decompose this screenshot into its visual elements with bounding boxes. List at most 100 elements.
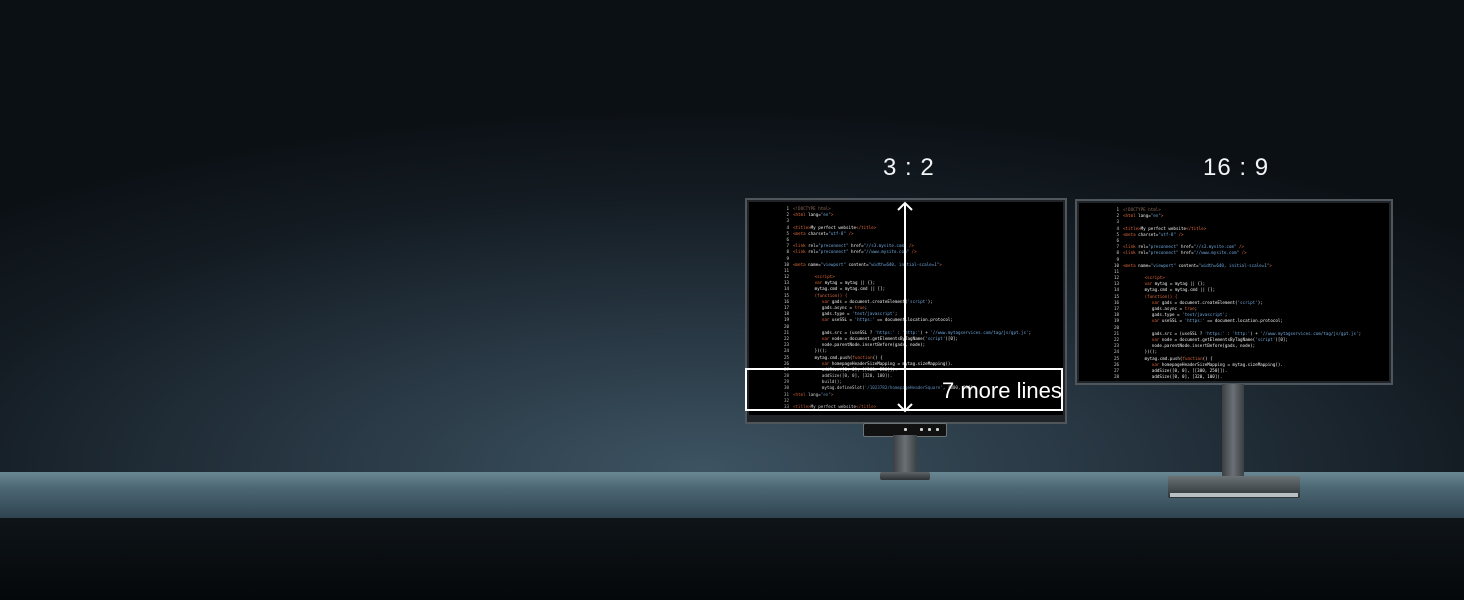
code-line: 10<meta name="viewport" content="width=6… — [749, 262, 1063, 268]
code-token: lang= — [808, 212, 821, 218]
code-token: var — [1151, 336, 1162, 342]
code-content: mytag.defineSlot('/1023782/homepageHeade… — [822, 385, 976, 391]
line-number: 2 — [786, 212, 789, 218]
line-number: 7 — [786, 243, 789, 249]
code-token: 'https:' — [854, 317, 875, 323]
code-line: 19 var useSSL = 'https:' == document.loca… — [1079, 318, 1389, 324]
code-token: 'https:' — [874, 329, 895, 335]
line-number: 1 — [1116, 207, 1119, 212]
code-line: 31<html lang="en"> — [749, 392, 1063, 398]
desk-edge — [0, 518, 1464, 600]
code-token: ); — [927, 298, 933, 304]
code-token: 'http:' — [902, 329, 921, 335]
code-line: 11 — [1079, 269, 1389, 275]
code-line: 6 — [749, 237, 1063, 243]
code-token: mytag.cmd = mytag.cmd || []; — [1144, 287, 1216, 293]
line-number: 10 — [783, 261, 789, 267]
code-token: <html — [793, 391, 809, 397]
line-number: 29 — [783, 379, 789, 385]
code-token: <script> — [814, 274, 835, 280]
code-token: "preconnect" — [1148, 244, 1179, 250]
code-token: </title> — [856, 404, 877, 409]
code-token: var — [1151, 361, 1162, 367]
code-token: </title> — [856, 224, 877, 230]
code-content: gads.async = true; — [1152, 306, 1197, 312]
code-token: var — [821, 317, 832, 323]
code-token: 'text/javascript' — [852, 311, 895, 317]
code-token: ; — [864, 305, 868, 310]
code-token: content= — [1175, 262, 1199, 268]
code-line: 15(function() { — [1079, 294, 1389, 300]
line-number: 33 — [783, 404, 789, 409]
code-content: gads.type = 'text/javascript'; — [1152, 312, 1228, 318]
code-line: 10<meta name="viewport" content="width=6… — [1079, 263, 1389, 269]
code-token: )[0]; — [1275, 336, 1288, 342]
code-token: <meta — [793, 261, 809, 267]
code-token: '//www.mytagservices.com/tag/js/gpt.js' — [930, 329, 1029, 335]
code-token: <title> — [793, 404, 811, 409]
line-number: 8 — [786, 249, 789, 255]
code-token: useSSL = — [1161, 318, 1185, 324]
code-line: 3 — [749, 218, 1063, 224]
code-token: "//www.mysite.com" — [1193, 250, 1240, 256]
code-line: 5<meta charset="utf-8" /> — [749, 231, 1063, 237]
line-number: 18 — [1113, 312, 1119, 318]
code-token: charset= — [1138, 231, 1159, 237]
monitor-16-9-stand-neck — [1222, 384, 1244, 479]
code-line: 5<meta charset="utf-8" /> — [1079, 232, 1389, 238]
code-content: var mytag = mytag || {}; — [1145, 281, 1206, 287]
code-content: build(); — [822, 379, 842, 385]
code-token: "preconnect" — [1148, 250, 1179, 256]
line-number: 9 — [786, 255, 789, 261]
code-token: (function() { — [1144, 293, 1178, 299]
line-number: 21 — [1113, 330, 1119, 336]
code-token: () { — [1202, 355, 1213, 361]
code-token: charset= — [808, 230, 829, 236]
line-number: 28 — [783, 373, 789, 379]
code-line: 15(function() { — [749, 293, 1063, 299]
code-token: "en" — [820, 212, 831, 218]
code-token: homepageHeaderSizeMapping = mytag.sizeMa… — [1161, 361, 1283, 367]
code-token: rel= — [1138, 250, 1149, 256]
code-line: 11 — [749, 268, 1063, 274]
code-content: <title>My perfect website</title> — [793, 225, 876, 231]
code-token: '/1023782/homepageHeaderSquare' — [864, 385, 943, 391]
code-token: <html — [1123, 213, 1139, 219]
code-content: <html lang="en"> — [1123, 213, 1163, 219]
line-number: 26 — [783, 360, 789, 366]
code-token: mytag.cmd.push( — [1144, 355, 1183, 361]
code-token: node = document.getElementsByTagName( — [831, 335, 926, 341]
line-number: 14 — [783, 286, 789, 292]
code-token: node = document.getElementsByTagName( — [1161, 336, 1256, 342]
code-content: node.parentNode.insertBefore(gads, node)… — [822, 342, 925, 348]
control-button — [936, 428, 939, 431]
code-token: mytag.cmd.push( — [814, 354, 853, 360]
code-content: var gads = document.createElement('scrip… — [822, 299, 933, 305]
line-number: 9 — [1116, 256, 1119, 262]
code-token: <meta — [1123, 231, 1139, 237]
line-number: 25 — [1113, 355, 1119, 361]
code-token: rel= — [1138, 244, 1149, 250]
line-number: 27 — [1113, 367, 1119, 373]
line-number: 19 — [1113, 318, 1119, 324]
line-number: 5 — [1116, 231, 1119, 237]
code-token: '//www.mytagservices.com/tag/js/gpt.js' — [1260, 330, 1359, 336]
code-token: var — [821, 298, 832, 304]
code-content: <link rel="preconnect" href="//www.mysit… — [793, 249, 917, 255]
code-line: 29 build(); — [749, 379, 1063, 385]
code-token: 'script' — [907, 298, 928, 304]
line-number: 2 — [1116, 213, 1119, 219]
code-token: href= — [1178, 250, 1194, 256]
code-token: "en" — [1150, 213, 1161, 219]
code-content: var useSSL = 'https:' == document.locati… — [1152, 318, 1283, 324]
code-token: /> — [909, 249, 917, 255]
